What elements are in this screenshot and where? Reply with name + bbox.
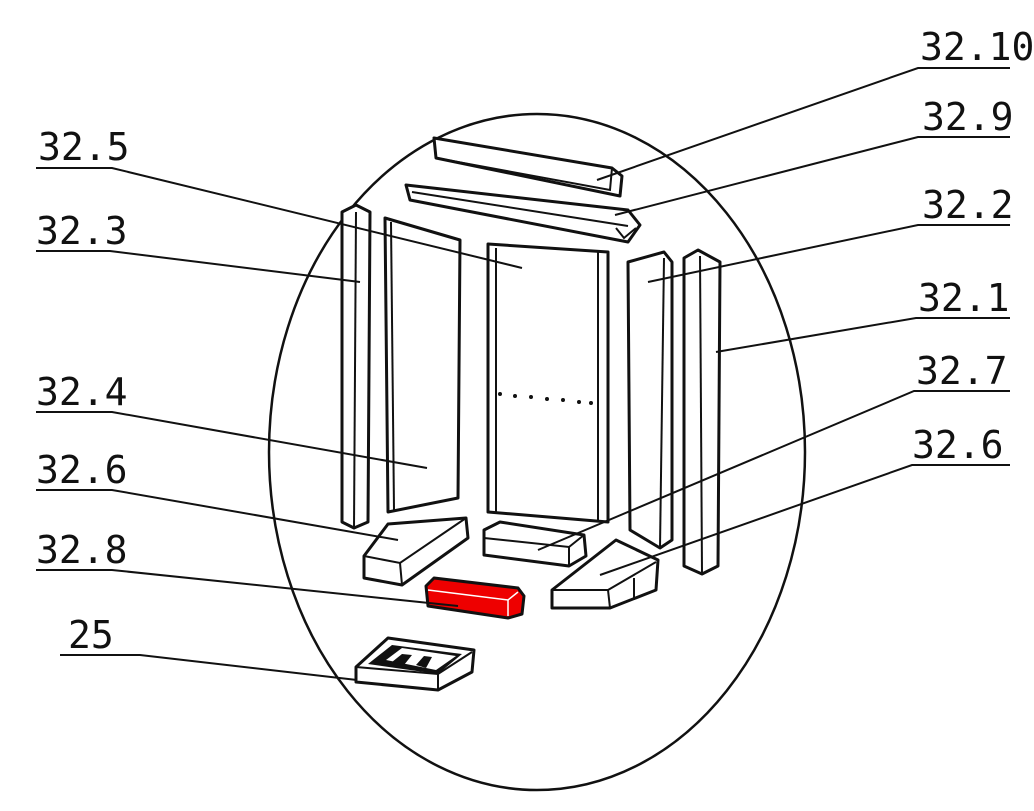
part-32-2[interactable] [626,250,674,550]
part-32-9[interactable] [404,183,642,244]
part-32-6-left[interactable] [362,516,470,587]
label-32-7: 32.7 [916,349,1008,393]
label-32-9: 32.9 [922,95,1014,139]
part-32-10[interactable] [432,136,624,198]
part-32-3[interactable] [340,203,372,530]
label-32-10: 32.10 [920,25,1034,69]
dots [498,392,593,405]
part-32-8-highlighted[interactable] [424,576,526,620]
part-25[interactable] [354,636,476,692]
leader-lines [36,67,1010,681]
label-25: 25 [68,613,114,657]
label-32-4: 32.4 [36,370,128,414]
part-32-5[interactable] [486,242,610,524]
label-32-2: 32.2 [922,183,1014,227]
label-32-5: 32.5 [38,125,130,169]
part-32-7[interactable] [482,520,588,568]
label-32-6-right: 32.6 [912,423,1004,467]
label-32-1: 32.1 [918,276,1010,320]
part-32-1[interactable] [682,248,722,576]
label-32-8: 32.8 [36,528,128,572]
detail-ellipse [267,112,807,792]
label-32-3: 32.3 [36,209,128,253]
label-32-6-left: 32.6 [36,448,128,492]
